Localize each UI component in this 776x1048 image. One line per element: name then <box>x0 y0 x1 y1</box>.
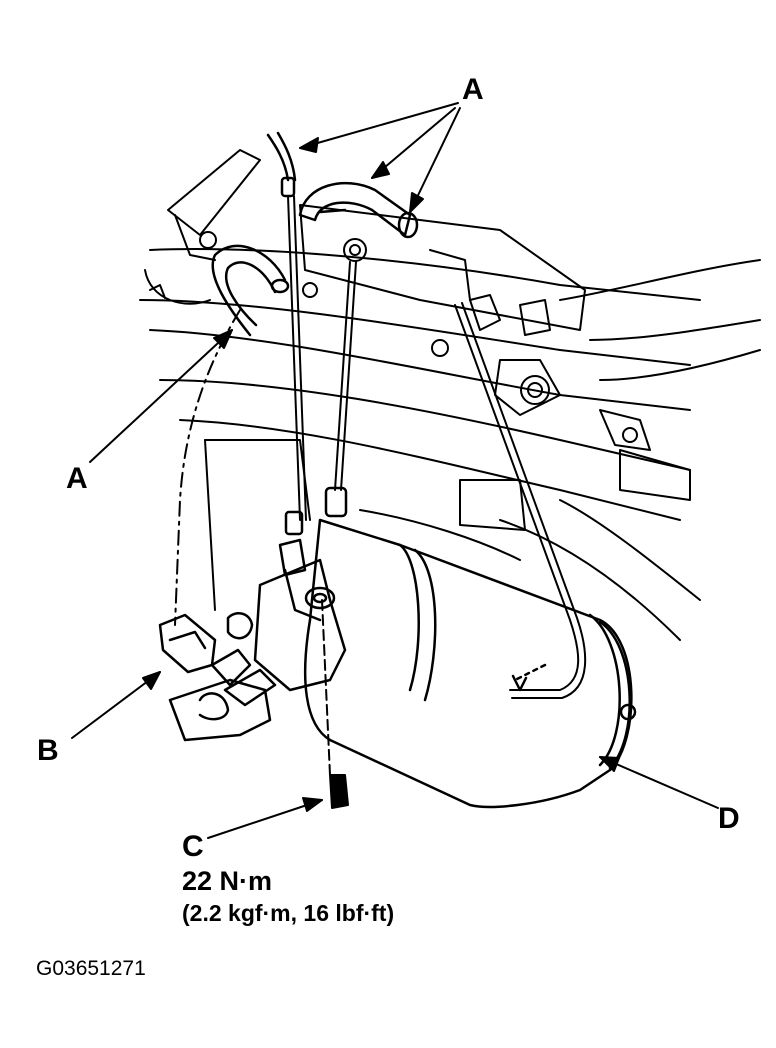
connector-b <box>158 613 217 674</box>
torque-conversions: (2.2 kgf·m, 16 lbf·ft) <box>182 900 395 926</box>
callout-d: D <box>718 802 740 835</box>
chassis-structure <box>139 149 761 641</box>
callout-a-top: A <box>462 73 484 106</box>
callout-b: B <box>37 734 59 767</box>
vapor-lines <box>174 195 587 699</box>
evap-canister <box>168 486 637 809</box>
mounting-bolt <box>321 599 349 809</box>
torque-value: 22 N·m <box>182 866 273 896</box>
callout-leaders <box>71 102 719 839</box>
callout-a-left: A <box>66 462 88 495</box>
figure-id: G03651271 <box>36 957 146 980</box>
callout-c: C <box>182 830 204 863</box>
